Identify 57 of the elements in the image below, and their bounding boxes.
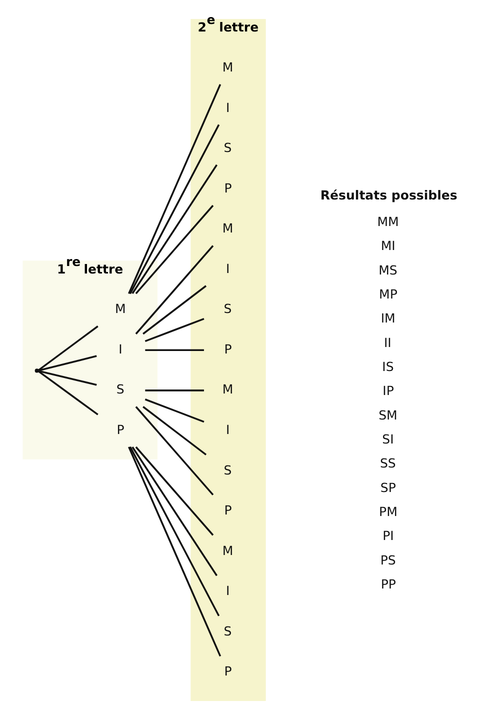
- label: IM: [380, 310, 395, 326]
- node-text: I: [118, 341, 122, 356]
- connector: [142, 406, 206, 456]
- node-text: I: [226, 100, 230, 115]
- connector: [131, 164, 218, 294]
- label: IP: [382, 383, 394, 398]
- label: II: [383, 334, 391, 350]
- node-point: [34, 368, 38, 373]
- connector: [142, 285, 206, 335]
- connector: [128, 446, 221, 657]
- node-text: I: [226, 260, 230, 276]
- node-text: M: [222, 220, 233, 236]
- connector: [134, 204, 214, 294]
- node-text: S: [223, 623, 232, 638]
- label: SP: [380, 480, 396, 495]
- label: PS: [380, 552, 396, 568]
- connector: [144, 349, 204, 352]
- label: PM: [378, 504, 397, 519]
- connector: [144, 390, 204, 392]
- node-text: M: [222, 60, 233, 75]
- label: PP: [380, 576, 396, 592]
- connector: [38, 370, 98, 416]
- node-text: M: [222, 382, 233, 397]
- node-text: P: [224, 180, 232, 196]
- node-text: P: [224, 341, 232, 356]
- node-label: e: [206, 12, 215, 28]
- connector: [38, 370, 96, 386]
- node-text: I: [226, 583, 230, 598]
- connector: [134, 446, 214, 536]
- node-text: M: [114, 301, 126, 316]
- connector: [128, 446, 220, 616]
- label: PI: [382, 528, 394, 544]
- label: MI: [380, 238, 395, 254]
- connector: [128, 84, 221, 294]
- connector: [134, 245, 214, 334]
- connector: [128, 124, 220, 294]
- connector: [134, 406, 214, 496]
- label: SI: [382, 431, 394, 446]
- node-text: I: [226, 422, 230, 438]
- label: SM: [378, 407, 397, 422]
- node-text: S: [223, 140, 232, 156]
- label: SS: [379, 456, 396, 471]
- node-text: S: [116, 382, 124, 397]
- label: MS: [378, 262, 397, 278]
- node-text: P: [224, 664, 232, 679]
- node-text: S: [223, 301, 232, 316]
- connector: [131, 446, 218, 576]
- node-text: P: [224, 502, 232, 518]
- label: Résultats possibles: [320, 188, 457, 203]
- label: IS: [382, 358, 394, 374]
- label: MP: [378, 286, 397, 302]
- node-text: P: [116, 422, 124, 438]
- connector: [38, 326, 98, 371]
- connector: [38, 355, 96, 372]
- node-text: M: [222, 542, 233, 558]
- label: MM: [376, 214, 398, 229]
- node-text: S: [223, 462, 232, 478]
